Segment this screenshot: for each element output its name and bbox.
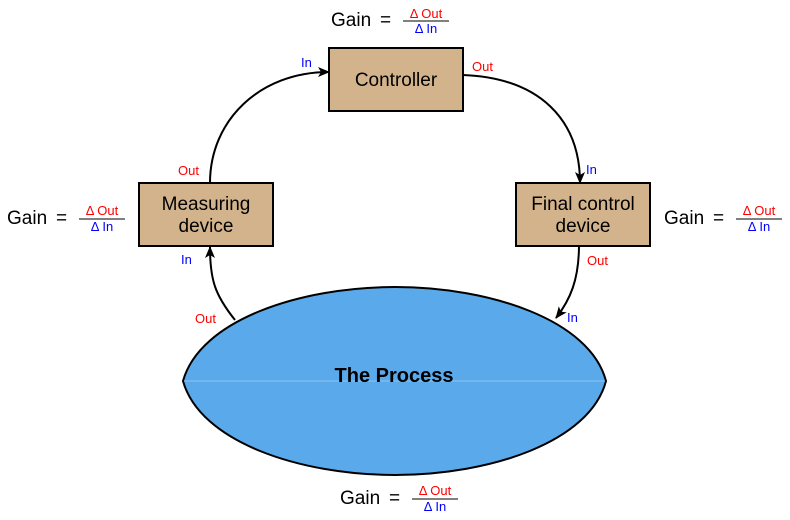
connector-controller-to-final (462, 74, 585, 184)
equals-sign: = (56, 208, 67, 229)
final-control-device-label-line2: device (556, 216, 611, 237)
equals-sign: = (713, 208, 724, 229)
measuring-device-out-label: Out (178, 163, 199, 178)
measuring-device-block[interactable]: Measuring device (138, 182, 274, 247)
final-control-device-in-label: In (586, 162, 597, 177)
gain-denominator: Δ In (424, 499, 446, 514)
gain-numerator: Δ Out (419, 483, 452, 498)
measuring-device-in-label: In (181, 252, 192, 267)
gain-numerator: Δ Out (410, 6, 443, 21)
measuring-device-label-line2: device (179, 216, 234, 237)
gain-word: Gain (340, 488, 380, 509)
final-control-device-box (515, 182, 651, 247)
gain-formula-measuring-device: Gain = Δ Out Δ In (7, 203, 125, 234)
gain-denominator: Δ In (748, 219, 770, 234)
process-in-label: In (567, 310, 578, 325)
connector-process-to-measuring (205, 246, 236, 321)
controller-label: Controller (355, 70, 438, 91)
gain-denominator: Δ In (415, 21, 437, 36)
connector-final-to-process (555, 244, 580, 319)
final-control-device-label-line1: Final control (531, 194, 635, 215)
gain-numerator: Δ Out (743, 203, 776, 218)
measuring-device-label-line1: Measuring (162, 194, 251, 215)
gain-formula-controller: Gain = Δ Out Δ In (331, 6, 449, 36)
equals-sign: = (380, 10, 391, 31)
connector-measuring-to-controller (209, 67, 330, 184)
process-block[interactable]: The Process (181, 285, 608, 477)
final-control-device-out-label: Out (587, 253, 608, 268)
process-label: The Process (335, 365, 454, 387)
gain-denominator: Δ In (91, 219, 113, 234)
gain-formula-process: Gain = Δ Out Δ In (340, 483, 458, 514)
gain-word: Gain (664, 208, 704, 229)
controller-in-label: In (301, 55, 312, 70)
process-out-label: Out (195, 311, 216, 326)
controller-block[interactable]: Controller (328, 47, 464, 112)
gain-word: Gain (7, 208, 47, 229)
gain-word: Gain (331, 10, 371, 31)
equals-sign: = (389, 488, 400, 509)
measuring-device-box (138, 182, 274, 247)
controller-box (328, 47, 464, 112)
controller-out-label: Out (472, 59, 493, 74)
final-control-device-block[interactable]: Final control device (515, 182, 651, 247)
gain-numerator: Δ Out (86, 203, 119, 218)
gain-formula-final-control-device: Gain = Δ Out Δ In (664, 203, 782, 234)
